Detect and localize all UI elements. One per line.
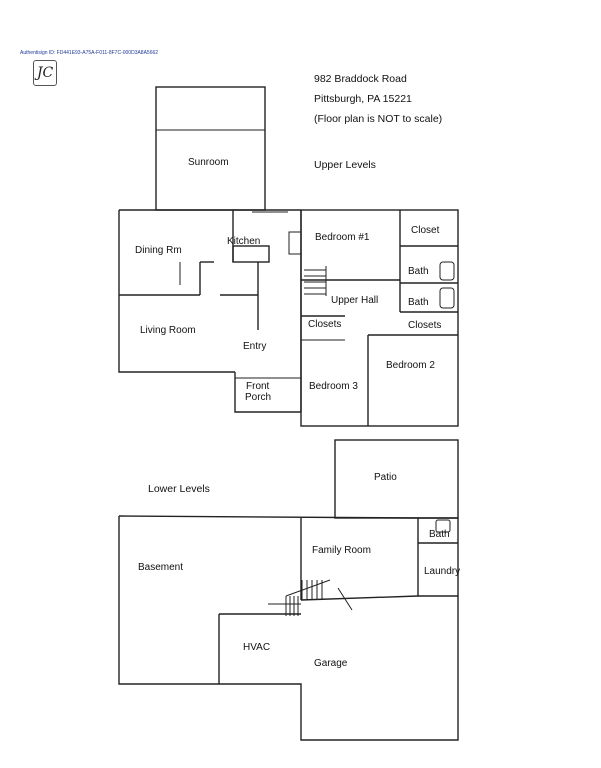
room-patio: Patio [374,472,397,483]
address-line-2: Pittsburgh, PA 15221 [314,93,412,105]
room-closets-left: Closets [308,319,342,330]
room-living: Living Room [140,325,196,336]
room-front-porch-line1: Front [246,381,270,392]
room-bath-1: Bath [408,266,429,277]
lower-levels-heading: Lower Levels [148,483,210,495]
room-garage: Garage [314,658,348,669]
room-upper-hall: Upper Hall [331,295,379,306]
room-laundry: Laundry [424,566,461,577]
room-bath-lower: Bath [429,529,450,540]
room-bath-2: Bath [408,297,429,308]
room-dining: Dining Rm [135,245,182,256]
sunroom-wall [155,86,266,211]
signer-initials: JC [33,60,57,86]
room-bedroom-1: Bedroom #1 [315,232,370,243]
room-closets-right: Closets [408,320,442,331]
scale-note: (Floor plan is NOT to scale) [314,113,443,125]
authentisign-id: Authentisign ID: FD441E93-A75A-F011-8F7C… [20,50,159,56]
room-kitchen: Kitchen [227,236,261,247]
room-sunroom: Sunroom [188,157,229,168]
address-line-1: 982 Braddock Road [314,73,407,85]
room-front-porch-line2: Porch [245,392,272,403]
room-basement: Basement [138,562,184,573]
room-bedroom-3: Bedroom 3 [309,381,358,392]
room-entry: Entry [243,341,267,352]
room-bedroom-2: Bedroom 2 [386,360,435,371]
upper-levels-heading: Upper Levels [314,159,376,171]
room-hvac: HVAC [243,642,271,653]
room-family-room: Family Room [312,545,371,556]
room-closet: Closet [411,225,440,236]
